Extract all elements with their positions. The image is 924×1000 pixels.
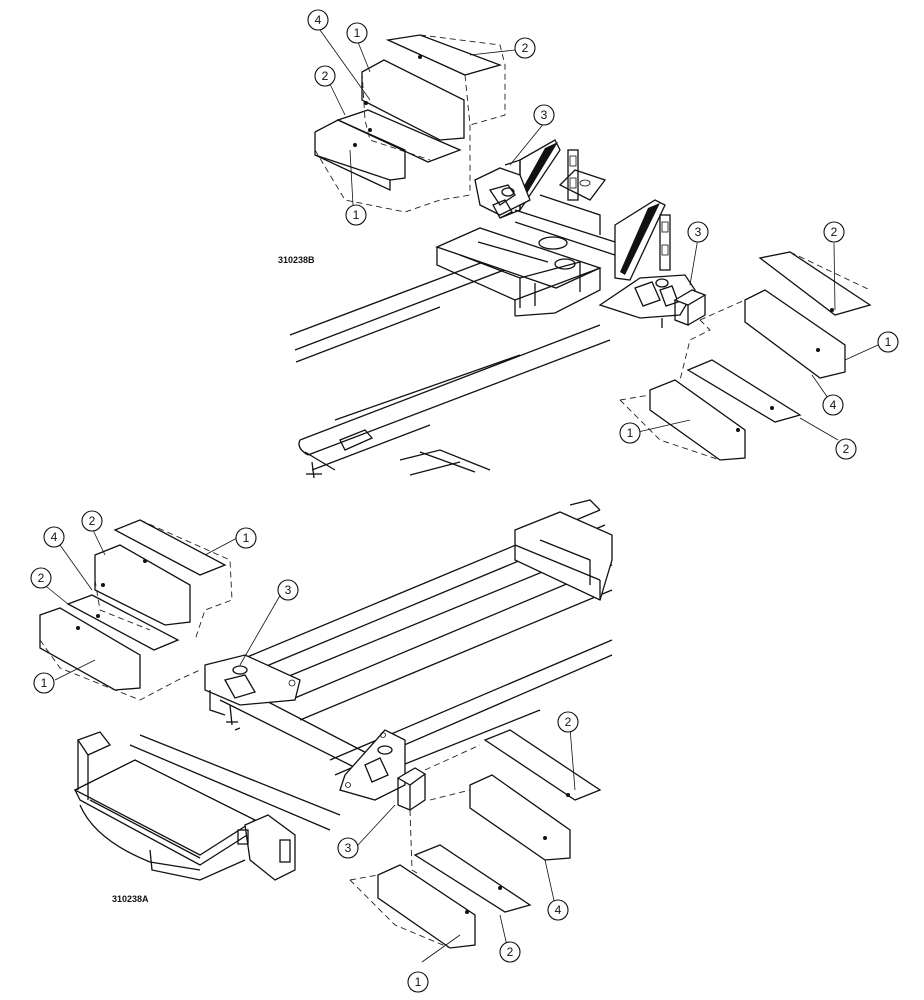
svg-text:1: 1 bbox=[354, 26, 361, 40]
svg-text:1: 1 bbox=[415, 975, 422, 989]
svg-text:2: 2 bbox=[522, 41, 529, 55]
callout-a-9: 3 bbox=[337, 837, 359, 859]
svg-text:3: 3 bbox=[285, 583, 292, 597]
drawing-id-a: 310238A bbox=[112, 894, 149, 904]
callout-b-1: 1 bbox=[346, 22, 368, 44]
svg-text:1: 1 bbox=[243, 531, 250, 545]
svg-text:2: 2 bbox=[38, 571, 45, 585]
svg-text:2: 2 bbox=[89, 514, 96, 528]
svg-text:1: 1 bbox=[353, 208, 360, 222]
callout-b-5: 3 bbox=[533, 104, 555, 126]
drawing-b-frame bbox=[289, 139, 707, 479]
svg-text:1: 1 bbox=[885, 335, 892, 349]
drawing-a-decals bbox=[39, 519, 602, 949]
callout-b-4: 2 bbox=[314, 65, 336, 87]
callout-a-6: 3 bbox=[277, 579, 299, 601]
svg-text:3: 3 bbox=[345, 841, 352, 855]
callout-a-8: 4 bbox=[547, 899, 569, 921]
drawing-id-b: 310238B bbox=[278, 255, 315, 265]
svg-text:4: 4 bbox=[51, 530, 58, 544]
callout-a-5: 1 bbox=[33, 672, 55, 694]
svg-text:2: 2 bbox=[565, 715, 572, 729]
callout-b-10: 4 bbox=[822, 394, 844, 416]
drawing-a-frame bbox=[73, 499, 613, 881]
callout-b-3: 2 bbox=[514, 37, 536, 59]
svg-text:2: 2 bbox=[322, 69, 329, 83]
callout-b-2: 1 bbox=[345, 204, 367, 226]
drawing-a-callouts: 2 1 4 2 1 3 2 4 3 2 1 bbox=[30, 510, 579, 993]
svg-text:1: 1 bbox=[627, 426, 634, 440]
callout-a-2: 1 bbox=[235, 527, 257, 549]
svg-text:3: 3 bbox=[541, 108, 548, 122]
callout-a-1: 2 bbox=[81, 510, 103, 532]
svg-text:4: 4 bbox=[555, 903, 562, 917]
callout-b-6: 4 bbox=[307, 9, 329, 31]
callout-b-9: 1 bbox=[877, 331, 899, 353]
callout-b-7: 3 bbox=[687, 221, 709, 243]
svg-text:4: 4 bbox=[830, 398, 837, 412]
svg-text:2: 2 bbox=[843, 442, 850, 456]
drawing-b-decals bbox=[314, 34, 872, 461]
svg-text:1: 1 bbox=[41, 676, 48, 690]
callout-b-11: 2 bbox=[835, 438, 857, 460]
callout-a-7: 2 bbox=[557, 711, 579, 733]
drawing-b-leaders bbox=[319, 29, 879, 441]
callout-a-3: 4 bbox=[43, 526, 65, 548]
callout-a-4: 2 bbox=[30, 567, 52, 589]
drawing-b-callouts: 1 1 2 2 3 4 3 2 1 4 2 1 bbox=[307, 9, 899, 460]
svg-text:4: 4 bbox=[315, 13, 322, 27]
callout-b-8: 2 bbox=[823, 221, 845, 243]
drawing-a-leaders bbox=[41, 527, 576, 963]
svg-text:2: 2 bbox=[507, 945, 514, 959]
callout-a-11: 1 bbox=[407, 971, 429, 993]
callout-a-10: 2 bbox=[499, 941, 521, 963]
svg-text:3: 3 bbox=[695, 225, 702, 239]
callout-b-12: 1 bbox=[619, 422, 641, 444]
svg-text:2: 2 bbox=[831, 225, 838, 239]
